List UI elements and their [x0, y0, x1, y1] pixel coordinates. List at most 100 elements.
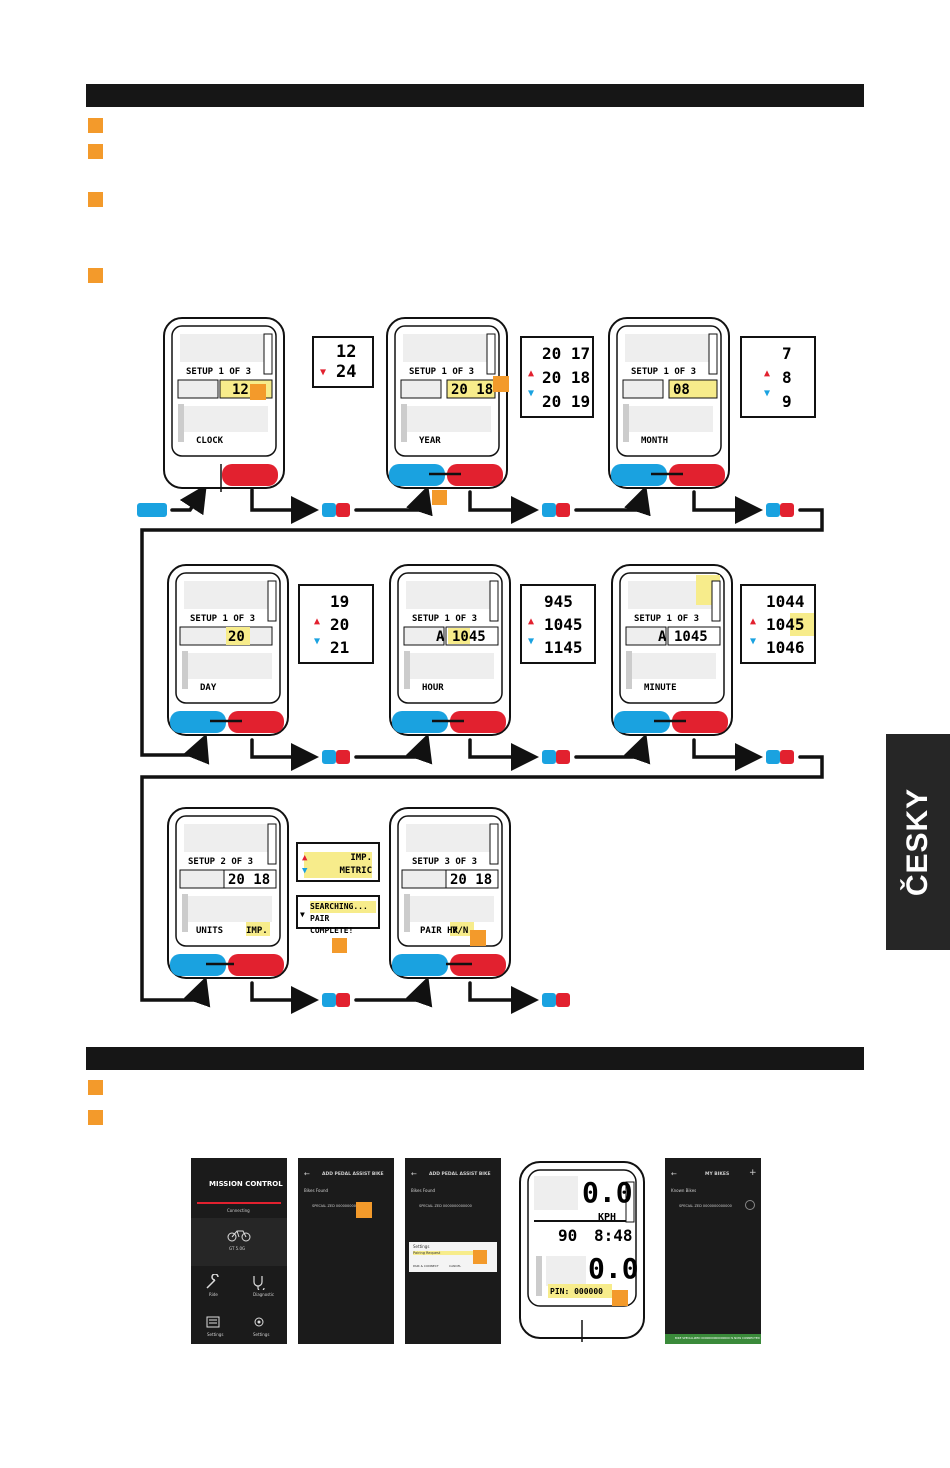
lcd-value: 20: [228, 629, 245, 645]
step-marker: [88, 1080, 103, 1095]
field-label: UNITS: [196, 926, 224, 936]
setup-label: SETUP 1 OF 3: [186, 367, 252, 377]
connected-banner: BIKE SPECIALIZED 0000000000000000 IS NOW…: [675, 1336, 760, 1340]
device-year: SETUP 1 OF 3 20 18 YEAR: [385, 316, 509, 496]
step-marker: [88, 192, 103, 207]
lcd-value: 20 18: [450, 872, 493, 888]
main-display-device: 0.0 KPH 90 8:48 0.0 PIN: 000000: [518, 1160, 646, 1342]
field-label: CLOCK: [196, 436, 224, 446]
menu-label: Diagnostic: [253, 1292, 275, 1297]
popup-value: 9: [782, 392, 792, 411]
lcd-value: 12: [232, 382, 249, 398]
pin-code: PIN: 000000: [550, 1287, 603, 1296]
cadence-value: 90: [558, 1226, 578, 1245]
pairing-dialog: Settings Pairing Request PAIR & CONNECT …: [409, 1242, 497, 1272]
speed-unit: KPH: [598, 1212, 617, 1223]
popup-value: 12: [336, 342, 357, 362]
popup-value: 20 18: [542, 368, 591, 387]
distance-value: 0.0: [588, 1252, 639, 1285]
add-icon[interactable]: +: [749, 1168, 757, 1178]
popup-value: 1045: [766, 613, 814, 636]
device-pair: SETUP 3 OF 3 20 18 PAIR HR Y/N: [388, 806, 512, 986]
language-tab: ČESKY: [886, 734, 950, 950]
popup-year: 20 17 20 18 20 19 ▲ ▼: [520, 336, 594, 418]
phone-pairing-request: ← ADD PEDAL ASSIST BIKE Bikes Found SPEC…: [405, 1158, 501, 1344]
app-title: MISSION CONTROL: [209, 1180, 283, 1188]
setup-label: SETUP 3 OF 3: [412, 857, 478, 867]
popup-hour: 945 1045 1145 ▲ ▼: [520, 584, 596, 664]
popup-value: 24: [336, 362, 357, 382]
setup-label: SETUP 1 OF 3: [409, 367, 475, 377]
section-label: Bikes Found: [304, 1188, 329, 1193]
device-hour: SETUP 1 OF 3 A 1045 HOUR: [388, 563, 512, 743]
device-day: SETUP 1 OF 3 20 DAY: [166, 563, 290, 743]
popup-value: 20 17: [542, 344, 591, 363]
bike-name: GT 5.0G: [229, 1246, 246, 1251]
step-marker: [88, 1110, 103, 1125]
setup-label: SETUP 1 OF 3: [634, 614, 700, 624]
lcd-value: 20 18: [451, 382, 494, 398]
popup-value: 1145: [544, 638, 583, 657]
cancel-button[interactable]: CANCEL: [449, 1264, 462, 1268]
popup-units: IMP. METRIC ▲ ▼: [296, 842, 380, 882]
pair-button[interactable]: PAIR & CONNECT: [413, 1264, 439, 1268]
popup-value: 1044: [766, 592, 805, 611]
field-value: Y/N: [452, 926, 469, 936]
popup-value: 21: [330, 638, 350, 657]
time-value: 8:48: [594, 1226, 633, 1245]
popup-value: 20 19: [542, 392, 591, 411]
lcd-value: 1045: [452, 629, 486, 645]
popup-value: 20: [330, 615, 350, 634]
field-label: MINUTE: [644, 683, 677, 693]
field-label: YEAR: [419, 436, 441, 446]
phone-mission-control: MISSION CONTROL Connecting GT 5.0G Ride …: [191, 1158, 287, 1344]
popup-value: 19: [330, 592, 350, 611]
setup-label: SETUP 2 OF 3: [188, 857, 254, 867]
settings-list-icon[interactable]: [205, 1314, 221, 1330]
lcd-value: 08: [673, 382, 690, 398]
popup-value: 1045: [544, 615, 583, 634]
wrench-icon[interactable]: [205, 1274, 221, 1290]
step-marker: [88, 268, 103, 283]
field-label: DAY: [200, 683, 217, 693]
screen-title: MY BIKES: [705, 1172, 730, 1177]
device-month: SETUP 1 OF 3 08 MONTH: [607, 316, 731, 496]
stethoscope-icon[interactable]: [251, 1274, 267, 1290]
device-clock: SETUP 1 OF 3 12 CLOCK: [162, 316, 286, 496]
phone-my-bikes: ← MY BIKES + Known Bikes SPECIAL ZED 000…: [665, 1158, 761, 1344]
section-label: Known Bikes: [671, 1188, 697, 1193]
lcd-value: 20 18: [228, 872, 271, 888]
bike-list-item[interactable]: SPECIAL ZED 0000000000000: [312, 1204, 365, 1208]
device-units: SETUP 2 OF 3 20 18 UNITS IMP.: [166, 806, 290, 986]
popup-value: METRIC: [304, 865, 372, 878]
popup-value: PAIR COMPLETE!: [310, 914, 354, 935]
dialog-title: Settings: [413, 1244, 430, 1249]
popup-clock: 12 24 ▼: [312, 336, 374, 388]
popup-month: 7 8 9 ▲ ▼: [740, 336, 816, 418]
menu-label: Settings: [253, 1332, 270, 1337]
bike-list-item[interactable]: SPECIAL ZED 0000000000000: [679, 1204, 732, 1208]
bike-list-item[interactable]: SPECIAL ZED 0000000000000: [419, 1204, 472, 1208]
popup-pair: SEARCHING... PAIR COMPLETE! ▼: [296, 895, 380, 935]
dialog-text: Pairing Request: [413, 1251, 473, 1255]
lcd-value: 1045: [674, 629, 708, 645]
field-label: HOUR: [422, 683, 444, 693]
status-text: Connecting: [227, 1208, 250, 1213]
popup-value: 1046: [766, 638, 805, 657]
screen-title: ADD PEDAL ASSIST BIKE: [322, 1172, 384, 1177]
setup-label: SETUP 1 OF 3: [631, 367, 697, 377]
speed-value: 0.0: [582, 1176, 633, 1209]
step-marker: [88, 118, 103, 133]
gear-icon[interactable]: [251, 1314, 267, 1330]
screen-title: ADD PEDAL ASSIST BIKE: [429, 1172, 491, 1177]
device-minute: SETUP 1 OF 3 A 1045 MINUTE: [610, 563, 734, 743]
section-header-bar-bottom: [86, 1047, 864, 1070]
field-value: IMP.: [246, 926, 268, 936]
field-label: PAIR HR: [420, 926, 458, 936]
popup-value: 945: [544, 592, 573, 611]
options-icon[interactable]: [745, 1200, 755, 1210]
popup-value: 7: [782, 344, 792, 363]
popup-value: SEARCHING...: [310, 901, 376, 913]
section-header-bar-top: [86, 84, 864, 107]
section-label: Bikes Found: [411, 1188, 436, 1193]
